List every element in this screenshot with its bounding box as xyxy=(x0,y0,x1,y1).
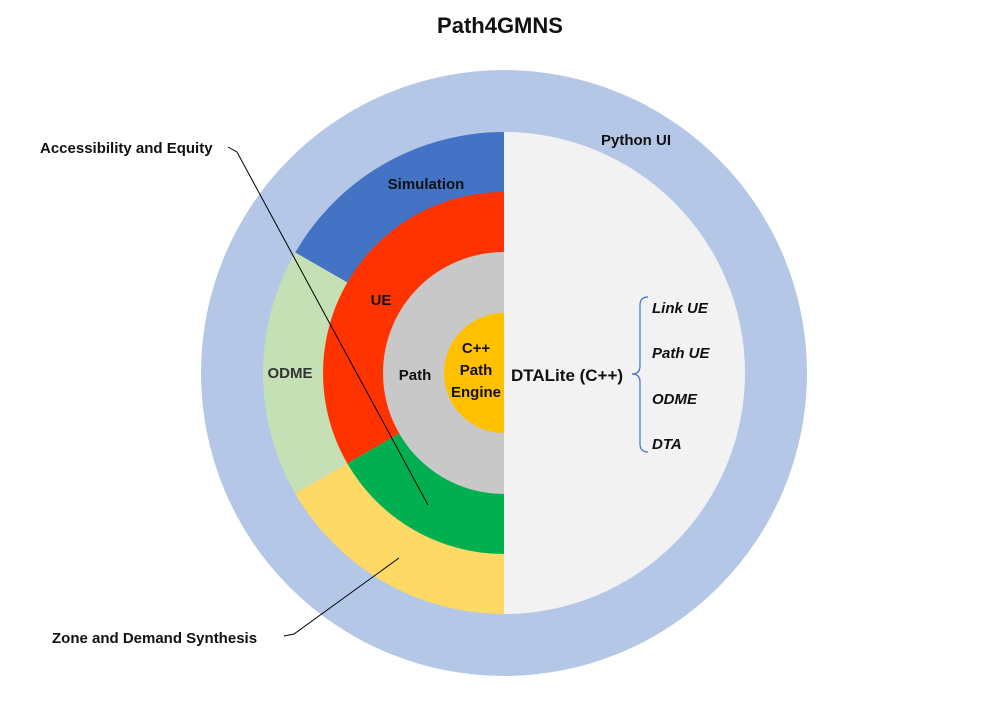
zone-demand-callout-label: Zone and Demand Synthesis xyxy=(52,630,257,647)
odme-label: ODME xyxy=(268,365,313,382)
diagram-title: Path4GMNS xyxy=(437,13,563,38)
feature-dta: DTA xyxy=(652,436,682,453)
accessibility-callout-line xyxy=(227,146,429,506)
ue-label: UE xyxy=(371,292,392,309)
feature-link-ue: Link UE xyxy=(652,300,709,317)
dtalite-half xyxy=(504,132,745,614)
cpp-path-engine-segment xyxy=(444,313,504,433)
engine-label-line3: Engine xyxy=(451,384,501,401)
python-ui-label: Python UI xyxy=(601,132,671,149)
feature-path-ue: Path UE xyxy=(652,345,711,362)
dtalite-label: DTALite (C++) xyxy=(511,366,623,385)
engine-label-line2: Path xyxy=(460,362,493,379)
features-bracket xyxy=(631,296,649,453)
feature-odme: ODME xyxy=(652,391,698,408)
path-label: Path xyxy=(399,367,432,384)
path-segment xyxy=(383,252,504,494)
engine-label-line1: C++ xyxy=(462,340,491,357)
accessibility-callout-label: Accessibility and Equity xyxy=(40,140,213,157)
simulation-label: Simulation xyxy=(388,176,465,193)
zone-demand-callout-line xyxy=(283,557,400,637)
